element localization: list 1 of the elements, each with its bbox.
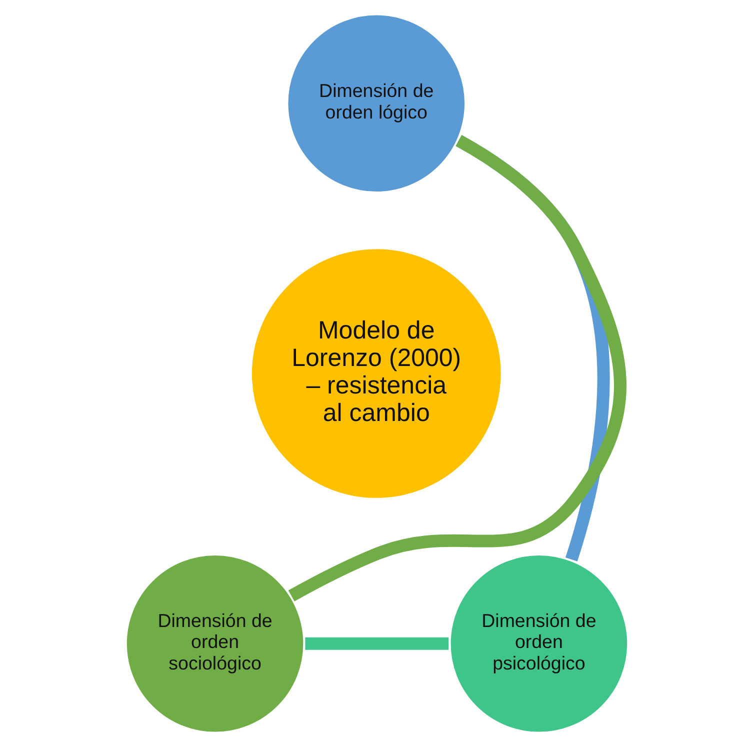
connector — [304, 637, 448, 650]
